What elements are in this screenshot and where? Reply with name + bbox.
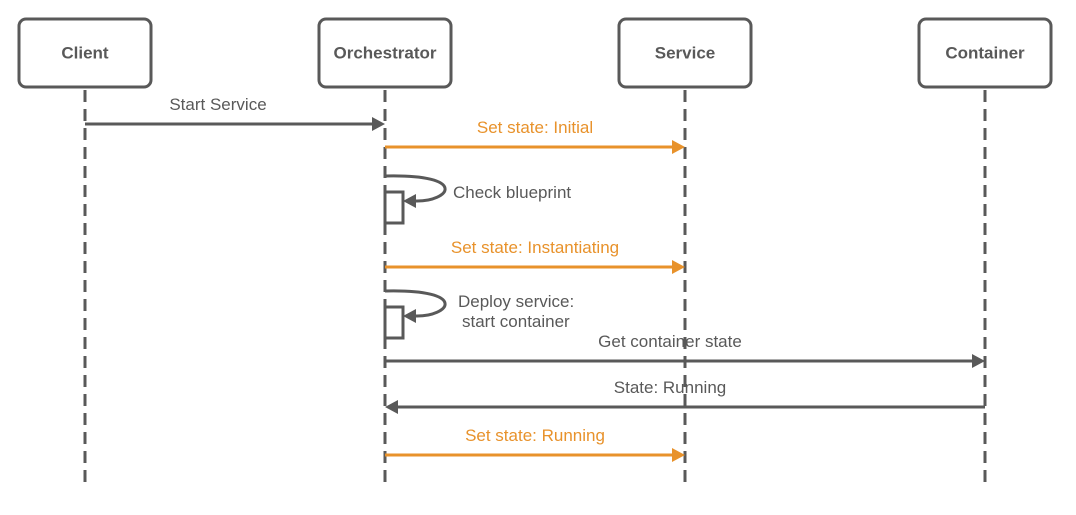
message-get-container-state: Get container state — [385, 332, 985, 368]
participant-box — [617, 17, 753, 89]
message-label: Get container state — [598, 332, 742, 351]
participant-orchestrator: Orchestrator — [317, 17, 453, 89]
message-arrowhead — [672, 260, 685, 274]
self-message-loop — [384, 174, 447, 203]
message-label: Set state: Running — [465, 426, 605, 445]
message-state-running-reply: State: Running — [385, 378, 985, 414]
self-message-label: Check blueprint — [453, 183, 571, 202]
participant-label: Container — [945, 43, 1025, 62]
message-label: Set state: Instantiating — [451, 238, 619, 257]
self-message-arrowhead — [403, 309, 416, 323]
message-label: State: Running — [614, 378, 726, 397]
participant-label: Orchestrator — [334, 43, 437, 62]
participant-label: Client — [61, 43, 109, 62]
message-arrowhead — [672, 448, 685, 462]
message-set-state-initial: Set state: Initial — [385, 118, 685, 154]
message-arrowhead — [972, 354, 985, 368]
self-message-arrowhead — [403, 194, 416, 208]
participant-service: Service — [617, 17, 753, 89]
participant-box — [317, 17, 453, 89]
lifelines — [83, 90, 987, 484]
message-set-state-running: Set state: Running — [385, 426, 685, 462]
participant-container: Container — [917, 17, 1053, 89]
self-message-label-line: Deploy service: — [458, 292, 574, 311]
activation-bar — [383, 190, 405, 225]
activation-bar — [383, 305, 405, 340]
self-message-label-line: start container — [462, 312, 570, 331]
self-message-label: Deploy service:start container — [458, 292, 574, 331]
participant-label: Service — [655, 43, 716, 62]
message-arrowhead — [672, 140, 685, 154]
participants: Client Orchestrator Service Container — [17, 17, 1053, 89]
participant-box — [17, 17, 153, 89]
message-arrowhead — [385, 400, 398, 414]
message-label: Start Service — [169, 95, 266, 114]
message-arrowhead — [372, 117, 385, 131]
participant-client: Client — [17, 17, 153, 89]
self-message-loop — [384, 289, 447, 318]
message-check-blueprint: Check blueprint — [383, 174, 571, 225]
participant-box — [917, 17, 1053, 89]
message-start-service: Start Service — [85, 95, 385, 131]
message-set-state-instantiating: Set state: Instantiating — [385, 238, 685, 274]
message-deploy-service: Deploy service:start container — [383, 289, 574, 340]
message-label: Set state: Initial — [477, 118, 593, 137]
